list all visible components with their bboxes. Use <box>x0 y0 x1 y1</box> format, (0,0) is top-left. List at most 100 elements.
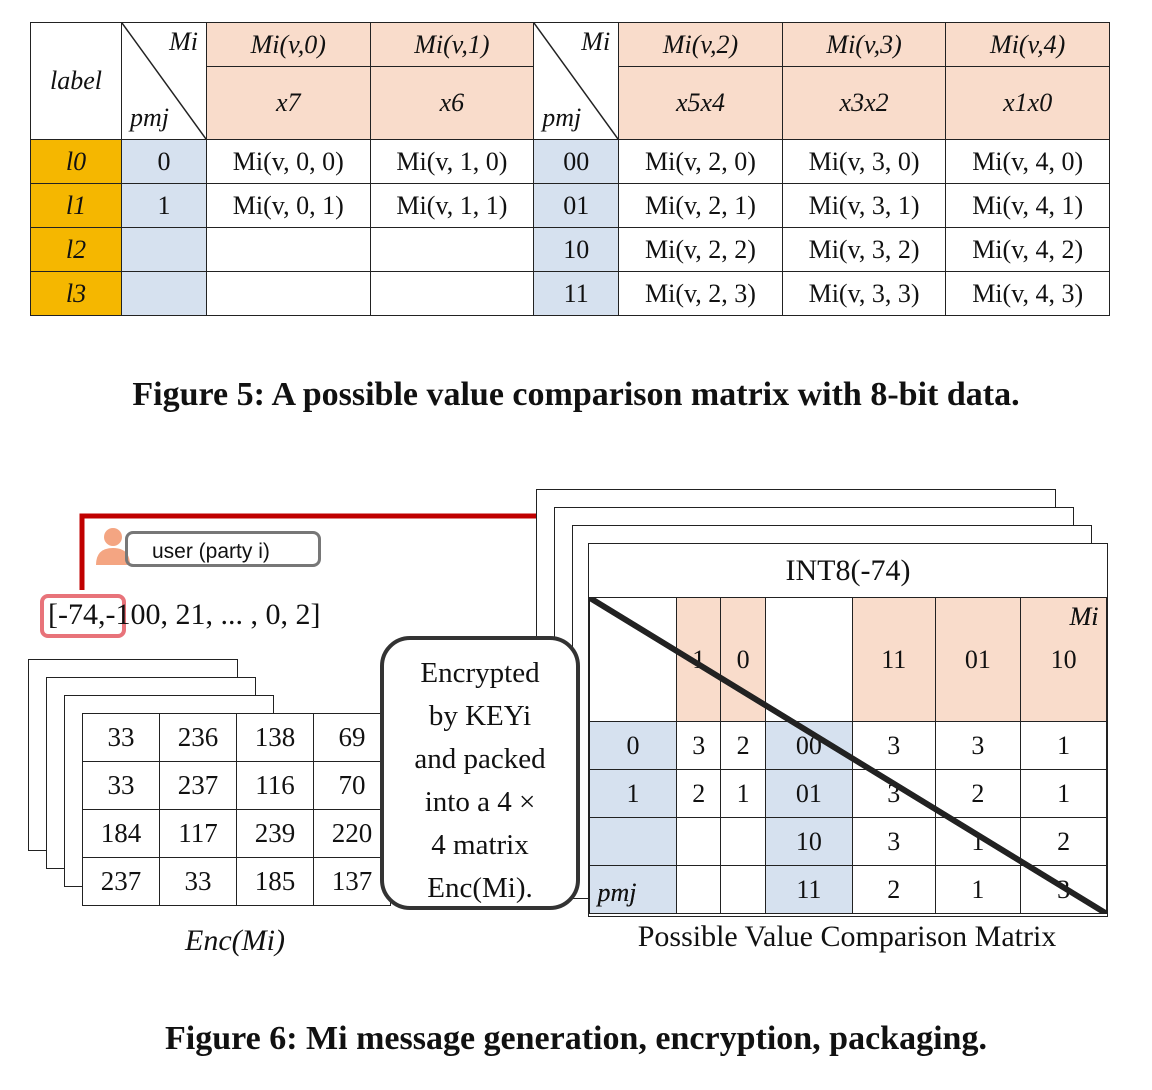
pv-cell-c: 3 <box>851 721 936 770</box>
vector-rest: -100, 21, ... , 0, 2] <box>105 598 321 631</box>
pv-cell-a <box>675 817 722 866</box>
cell-pm1 <box>121 227 207 272</box>
pv-cell-d: 2 <box>934 769 1022 818</box>
enc-cell: 116 <box>236 761 314 810</box>
m-head-1: Mi <box>169 27 198 56</box>
callout-line: Encrypted <box>420 657 540 689</box>
col-sub-x6: x6 <box>369 66 535 140</box>
enc-cell: 69 <box>313 713 391 762</box>
col-sub-x7: x7 <box>206 66 371 140</box>
callout-line: into a 4 × <box>424 786 536 818</box>
enc-cell: 70 <box>313 761 391 810</box>
pv-m-head-2: Mi <box>1069 601 1099 631</box>
pv-cell-a <box>675 865 722 914</box>
callout-line: 4 matrix <box>431 829 529 861</box>
cell-pm2: 00 <box>533 139 620 184</box>
enc-cell: 220 <box>313 809 391 858</box>
pv-cell-b: 2 <box>720 721 766 770</box>
figure5-caption: Figure 5: A possible value comparison ma… <box>132 376 1020 413</box>
enc-cell: 33 <box>82 761 160 810</box>
diag-header-1: Mi pmj <box>121 22 207 140</box>
pv-pm-head-1: pmj <box>597 877 637 907</box>
cell-a <box>206 271 371 316</box>
pv-cell-d: 1 <box>934 865 1022 914</box>
value-comparison-table: label Mi pmj Mi(v,0) Mi(v,1) Mi pmj Mi(v… <box>30 21 1110 316</box>
user-icon-body <box>96 548 130 565</box>
pv-title: INT8(-74) <box>589 544 1107 598</box>
cell-pm2: 01 <box>533 183 620 228</box>
cell-c: Mi(v, 2, 0) <box>618 139 783 184</box>
cell-pm2: 10 <box>533 227 620 272</box>
cell-d: Mi(v, 3, 0) <box>781 139 947 184</box>
pv-cell-e: 2 <box>1020 817 1107 866</box>
pv-cell-pm2: 11 <box>764 865 853 914</box>
pv-cell-pm2: 01 <box>764 769 853 818</box>
cell-e: Mi(v, 4, 1) <box>945 183 1110 228</box>
callout-line: Enc(Mi). <box>427 872 533 904</box>
pv-cell-pm2: 10 <box>764 817 853 866</box>
cell-label: l1 <box>30 183 122 228</box>
cell-d: Mi(v, 3, 3) <box>781 271 947 316</box>
cell-e: Mi(v, 4, 0) <box>945 139 1110 184</box>
cell-a <box>206 227 371 272</box>
pv-cell-pm1 <box>589 817 677 866</box>
enc-cell: 137 <box>313 857 391 906</box>
figure6-caption: Figure 6: Mi message generation, encrypt… <box>165 1020 987 1057</box>
cell-b <box>369 271 535 316</box>
col-head-mv1: Mi(v,1) <box>369 21 535 68</box>
callout-line: by KEYi <box>428 700 532 732</box>
cell-a: Mi(v, 0, 0) <box>206 139 371 184</box>
cell-b <box>369 227 535 272</box>
enc-label: Enc(Mi) <box>185 924 285 957</box>
enc-cell: 117 <box>159 809 237 858</box>
pv-cell-c: 2 <box>851 865 936 914</box>
pv-col-11: 11 <box>851 597 936 722</box>
pv-col-01: 01 <box>934 597 1022 722</box>
pv-cell-c: 3 <box>851 769 936 818</box>
pv-cell-b <box>720 865 766 914</box>
data-vector: [-74,-100, 21, ... , 0, 2] <box>48 598 320 632</box>
enc-cell: 33 <box>159 857 237 906</box>
user-party-label: user (party i) <box>125 531 321 567</box>
highlight-box <box>40 594 126 638</box>
pv-label: Possible Value Comparison Matrix <box>637 920 1057 953</box>
col-sub-x1x0: x1x0 <box>945 66 1110 140</box>
cell-e: Mi(v, 4, 2) <box>945 227 1110 272</box>
cell-label: l0 <box>30 139 122 184</box>
enc-cell: 237 <box>159 761 237 810</box>
pm-head-2: pmj <box>542 103 582 132</box>
col-head-mv4: Mi(v,4) <box>945 21 1110 68</box>
col-head-mv3: Mi(v,3) <box>781 21 947 68</box>
col-sub-x3x2: x3x2 <box>781 66 947 140</box>
enc-cell: 239 <box>236 809 314 858</box>
pv-col-10: 10 <box>1020 597 1107 722</box>
pv-cell-b <box>720 817 766 866</box>
pv-pm-head-2: pmj <box>597 877 637 907</box>
m-head-2: Mi <box>581 27 611 56</box>
pv-m-head-1: Mi <box>1069 601 1099 631</box>
cell-pm2: 11 <box>533 271 620 316</box>
cell-pm1 <box>121 271 207 316</box>
cell-b: Mi(v, 1, 0) <box>369 139 535 184</box>
enc-cell: 236 <box>159 713 237 762</box>
enc-cell: 185 <box>236 857 314 906</box>
pm-head-1: pmj <box>130 103 169 132</box>
cell-c: Mi(v, 2, 3) <box>618 271 783 316</box>
cell-e: Mi(v, 4, 3) <box>945 271 1110 316</box>
cell-d: Mi(v, 3, 1) <box>781 183 947 228</box>
cell-pm1: 1 <box>121 183 207 228</box>
cell-c: Mi(v, 2, 2) <box>618 227 783 272</box>
pv-cell-pm1: 0 <box>589 721 677 770</box>
col-sub-x5x4: x5x4 <box>618 66 783 140</box>
enc-cell: 138 <box>236 713 314 762</box>
